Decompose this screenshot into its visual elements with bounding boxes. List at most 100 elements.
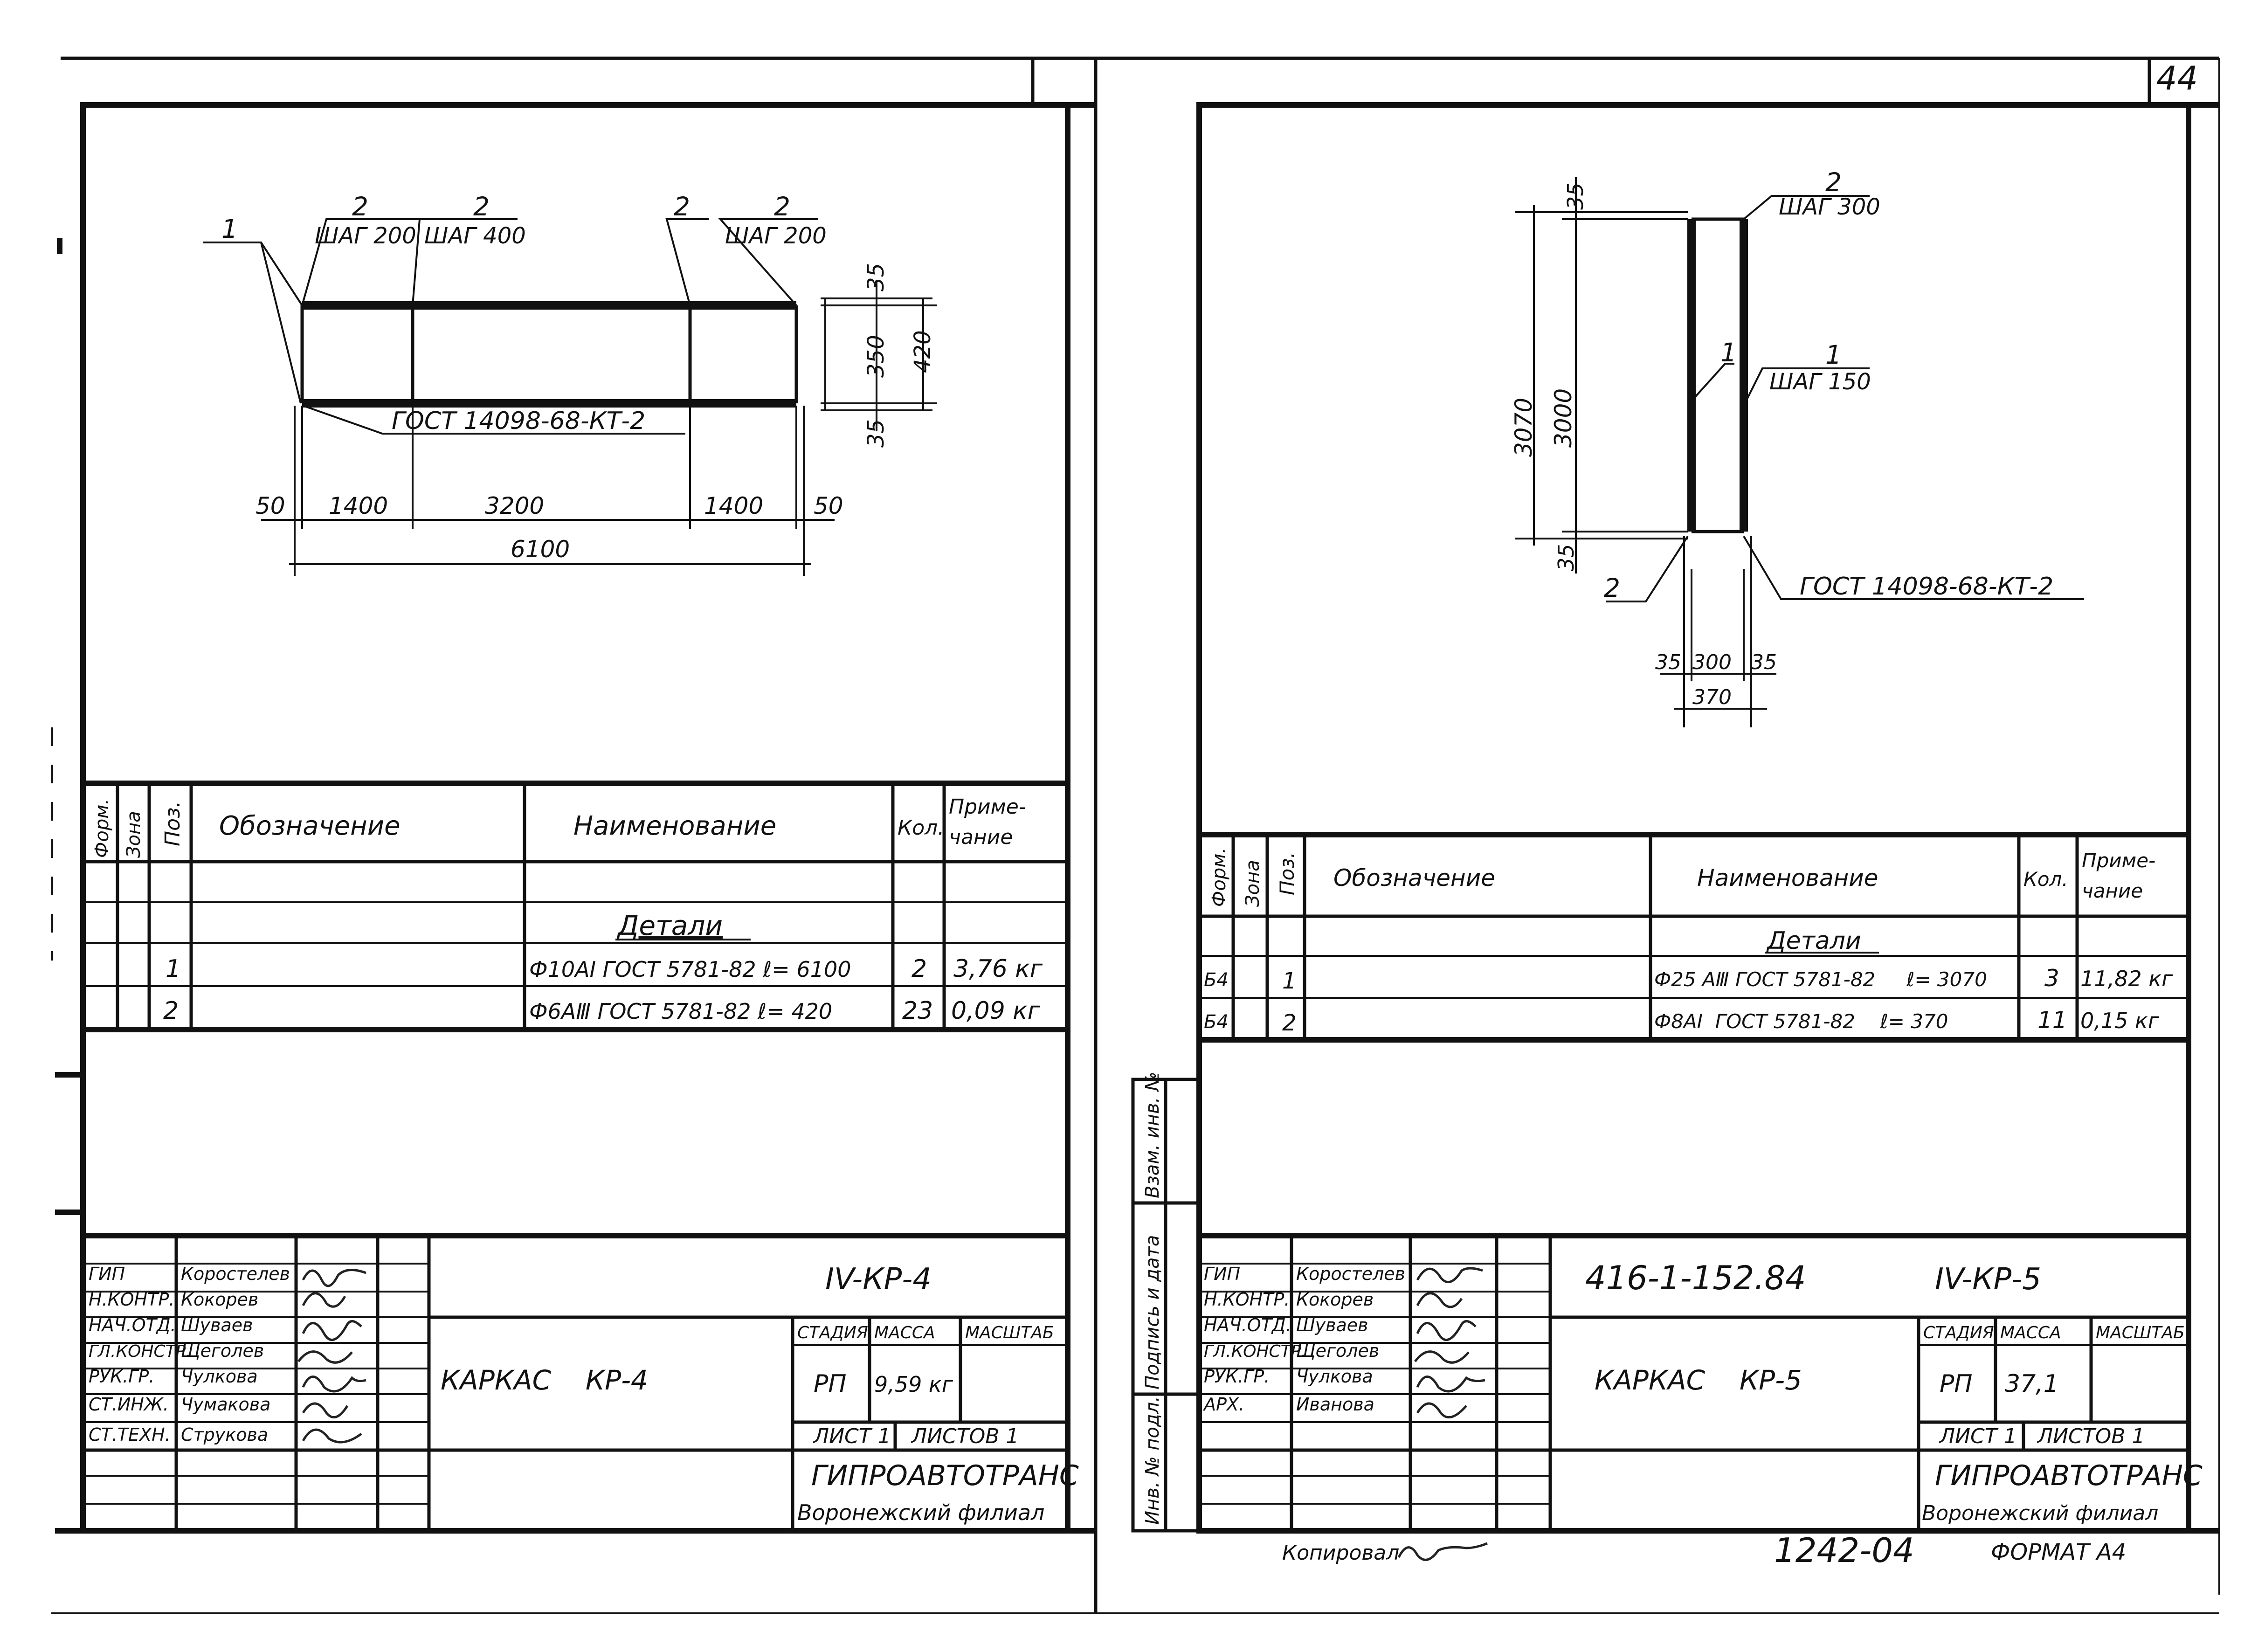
left-mass-value: 9,59 кг — [874, 1372, 953, 1397]
left-org-name: ГИПРОАВТОТРАНС — [811, 1459, 1079, 1492]
left-dim-35-top: 35 — [863, 263, 889, 291]
left-section-details: Детали — [616, 910, 723, 941]
left-hdr-format: Форм. — [91, 799, 113, 858]
left-callout-1: 1 — [221, 214, 238, 244]
left-name-6: Струкова — [181, 1424, 268, 1445]
left-row1-note: 3,76 кг — [953, 955, 1043, 983]
right-signatures — [1414, 1267, 1485, 1418]
right-section-details: Детали — [1766, 927, 1861, 955]
left-hdr-pos: Поз. — [161, 801, 185, 846]
left-dim-50-r: 50 — [814, 492, 843, 519]
right-row2-name: Ф8АⅠ ГОСТ 5781-82 ℓ= 370 — [1654, 1010, 1948, 1033]
left-role-2: НАЧ.ОТД. — [89, 1315, 176, 1335]
right-dim-300: 300 — [1692, 650, 1732, 674]
right-row1-note: 11,82 кг — [2080, 966, 2173, 991]
left-row2-name: Ф6АⅢ ГОСТ 5781-82 ℓ= 420 — [529, 999, 832, 1024]
right-name-2: Шуваев — [1296, 1315, 1368, 1335]
right-sheets-total: ЛИСТОВ 1 — [2037, 1424, 2145, 1448]
right-dim-3000: 3000 — [1550, 388, 1577, 448]
right-branch-name: Воронежский филиал — [1922, 1501, 2158, 1525]
left-dim-3200: 3200 — [485, 492, 544, 519]
right-callout-mid-txt: ШАГ 150 — [1769, 369, 1871, 395]
left-row2-pos: 2 — [163, 997, 179, 1025]
left-gost-label: ГОСТ 14098-68-КТ-2 — [392, 407, 645, 435]
left-callout-top-2-num: 2 — [473, 192, 490, 221]
left-dim-total: 6100 — [511, 536, 570, 563]
right-role-3: ГЛ.КОНСТР. — [1204, 1342, 1306, 1361]
left-role-6: СТ.ТЕХН. — [89, 1424, 171, 1445]
right-hdr-designation: Обозначение — [1333, 864, 1495, 892]
page-number: 44 — [2156, 59, 2198, 97]
left-callout-top-1-txt: ШАГ 200 — [315, 223, 416, 249]
left-hdr-name: Наименование — [573, 811, 776, 841]
right-callout-mid-num: 1 — [1825, 340, 1842, 370]
archive-number: 1242-04 — [1774, 1531, 1914, 1570]
right-hdr-pos: Поз. — [1276, 852, 1298, 895]
right-row2-format: Б4 — [1204, 1011, 1229, 1033]
left-name-1: Кокорев — [181, 1289, 258, 1310]
right-row1-pos: 1 — [1282, 968, 1297, 994]
left-row2-qty: 23 — [902, 997, 933, 1025]
right-org-name: ГИПРОАВТОТРАНС — [1935, 1459, 2203, 1492]
left-mass-label: МАССА — [874, 1323, 935, 1342]
left-hdr-designation: Обозначение — [219, 811, 401, 841]
left-name-4: Чулкова — [181, 1366, 258, 1387]
right-sheet-number: ЛИСТ 1 — [1939, 1424, 2017, 1448]
left-role-3: ГЛ.КОНСТР. — [89, 1342, 191, 1361]
right-role-2: НАЧ.ОТД. — [1204, 1315, 1291, 1335]
right-dim-35-bot: 35 — [1554, 544, 1579, 571]
side-label-sign-date: Подпись и дата — [1142, 1235, 1163, 1389]
left-dim-50-l: 50 — [255, 492, 285, 519]
right-row2-note: 0,15 кг — [2080, 1008, 2160, 1033]
right-row2-pos: 2 — [1282, 1010, 1297, 1036]
right-row2-qty: 11 — [2037, 1007, 2067, 1034]
left-name-0: Коростелев — [181, 1264, 290, 1284]
right-hdr-qty: Кол. — [2023, 868, 2068, 891]
left-hdr-note: Приме- — [949, 795, 1026, 819]
left-spec-table: Форм. Зона Поз. Обозначение Наименование… — [83, 781, 1068, 1032]
right-dim-3070: 3070 — [1510, 398, 1537, 457]
right-name-5: Иванова — [1296, 1394, 1374, 1415]
left-sheets-total: ЛИСТОВ 1 — [911, 1424, 1019, 1448]
left-stage-value: РП — [814, 1370, 846, 1398]
right-hdr-name: Наименование — [1697, 864, 1878, 892]
right-row1-format: Б4 — [1204, 969, 1229, 991]
right-callout-2: 2 — [1604, 573, 1620, 603]
left-role-4: РУК.ГР. — [89, 1366, 154, 1387]
left-name-2: Шуваев — [181, 1315, 253, 1335]
right-role-5: АРХ. — [1202, 1394, 1244, 1415]
left-role-0: ГИП — [89, 1264, 125, 1284]
left-signatures — [297, 1269, 366, 1444]
right-mass-label: МАССА — [2000, 1323, 2061, 1342]
left-callout-top-3-num: 2 — [674, 192, 690, 221]
left-hdr-zone: Зона — [123, 811, 145, 858]
left-drawing-title: КАРКАС КР-4 — [441, 1364, 648, 1396]
left-callout-top-4-num: 2 — [774, 192, 790, 221]
left-role-1: Н.КОНТР. — [89, 1289, 174, 1310]
right-name-0: Коростелев — [1296, 1264, 1405, 1284]
left-row1-qty: 2 — [911, 955, 927, 983]
left-branch-name: Воронежский филиал — [797, 1500, 1044, 1525]
right-row1-qty: 3 — [2044, 965, 2059, 992]
left-row1-pos: 1 — [166, 955, 181, 983]
right-row1-name: Ф25 АⅢ ГОСТ 5781-82 ℓ= 3070 — [1654, 968, 1987, 991]
right-stage-value: РП — [1940, 1370, 1972, 1398]
copied-by-signature — [1397, 1542, 1488, 1561]
right-hdr-note-2: чание — [2082, 879, 2143, 902]
left-name-3: Щеголев — [181, 1341, 264, 1361]
right-mass-value: 37,1 — [2005, 1370, 2059, 1398]
left-stage-label: СТАДИЯ — [797, 1323, 868, 1342]
right-dim-35-l: 35 — [1655, 650, 1681, 674]
right-title-block: ГИП Н.КОНТР. НАЧ.ОТД. ГЛ.КОНСТР. РУК.ГР.… — [1199, 1233, 2203, 1531]
copied-by-label: Копировал — [1282, 1541, 1399, 1565]
left-dim-420: 420 — [910, 330, 936, 373]
left-frame-drawing: 1 2 ШАГ 200 2 ШАГ 400 2 2 ШАГ 200 ГОСТ 1… — [203, 192, 937, 576]
left-callout-top-2-txt: ШАГ 400 — [424, 223, 526, 249]
left-name-5: Чумакова — [181, 1394, 270, 1415]
right-stage-label: СТАДИЯ — [1923, 1323, 1994, 1342]
right-role-1: Н.КОНТР. — [1204, 1289, 1290, 1310]
left-row1-name: Ф10АⅠ ГОСТ 5781-82 ℓ= 6100 — [529, 957, 851, 982]
right-footer: Копировал 1242-04 ФОРМАТ А4 — [1282, 1531, 2126, 1570]
right-name-1: Кокорев — [1296, 1289, 1374, 1310]
